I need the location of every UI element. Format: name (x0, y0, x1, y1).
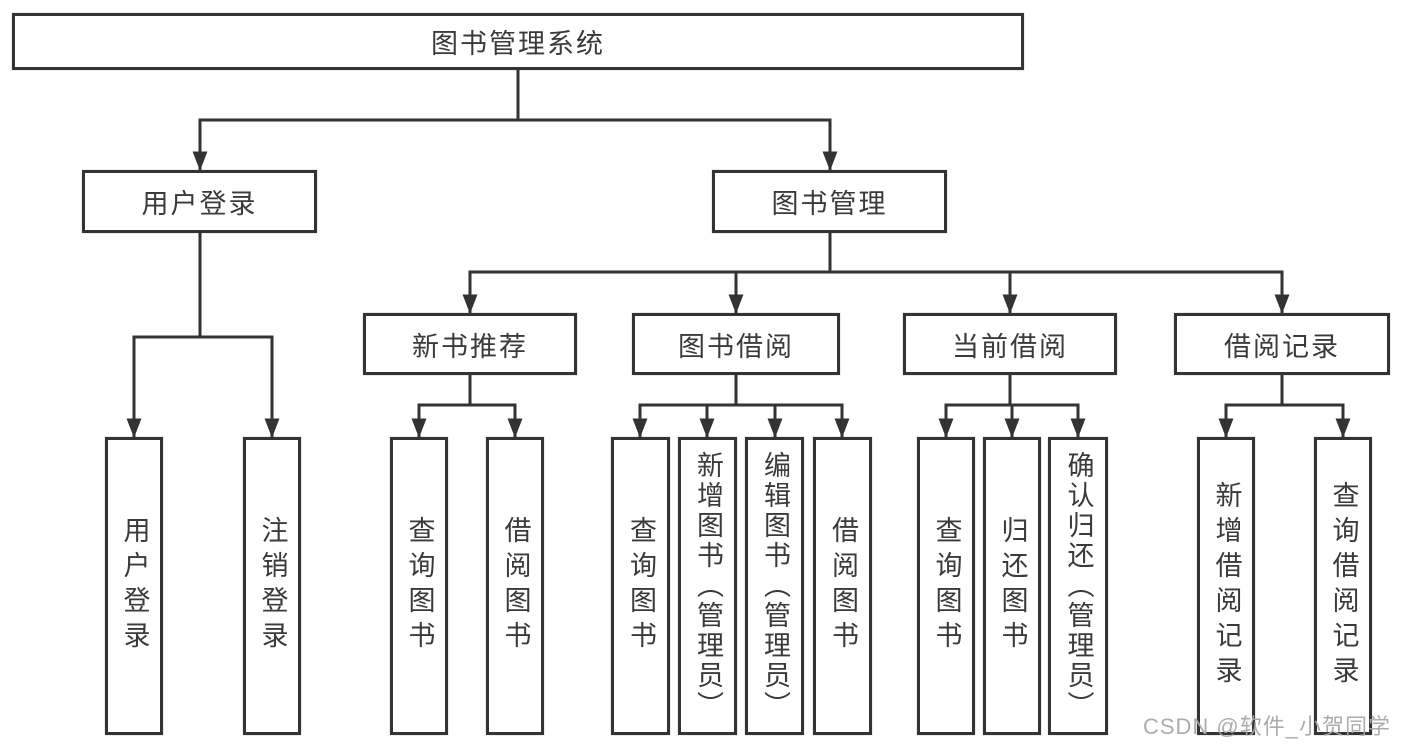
node-cb-query-books: 查询图书 (917, 437, 975, 735)
node-new-book-recommend: 新书推荐 (363, 313, 577, 375)
node-leaf-user-login: 用户登录 (105, 437, 163, 735)
node-current-borrow: 当前借阅 (903, 313, 1117, 375)
watermark: CSDN @软件_小贺同学 (1142, 714, 1391, 739)
node-bb-edit-books-admin: 编辑图书（管理员） (745, 437, 804, 735)
node-br-add-record: 新增借阅记录 (1197, 437, 1255, 735)
node-cb-return-books: 归还图书 (983, 437, 1041, 735)
node-nb-borrow-books: 借阅图书 (486, 437, 544, 735)
node-cb-confirm-return-admin: 确认归还（管理员） (1048, 437, 1108, 735)
node-leaf-logout: 注销登录 (243, 437, 301, 735)
node-bb-borrow-books: 借阅图书 (813, 437, 872, 735)
arrow-lines (126, 120, 1351, 438)
node-root: 图书管理系统 (12, 13, 1024, 70)
node-user-login: 用户登录 (82, 170, 317, 233)
node-br-query-record: 查询借阅记录 (1314, 437, 1372, 735)
node-bb-query-books: 查询图书 (611, 437, 670, 735)
node-book-borrow: 图书借阅 (632, 313, 840, 375)
node-borrow-records: 借阅记录 (1174, 313, 1390, 375)
node-nb-query-books: 查询图书 (390, 437, 448, 735)
node-book-management: 图书管理 (712, 170, 947, 233)
node-bb-add-books-admin: 新增图书（管理员） (678, 437, 737, 735)
